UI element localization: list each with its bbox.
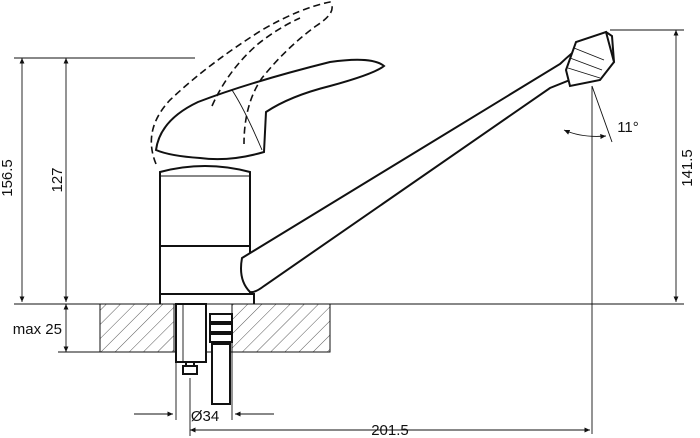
label-max-thickness: max 25 [13, 321, 62, 338]
label-spout-height: 141.5 [679, 149, 696, 187]
spout-aerator [564, 30, 616, 88]
fixing-nut [182, 365, 198, 375]
lever-handle-raised [150, 1, 333, 165]
spout-outline [240, 30, 616, 294]
faucet-lower-body [159, 245, 251, 294]
mounting-shank [175, 303, 207, 363]
label-spout-angle: 11° [617, 119, 639, 136]
lever-inner-line [231, 89, 263, 151]
countertop-right-section [231, 303, 331, 353]
label-body-height: 127 [49, 167, 66, 192]
spout [240, 30, 616, 294]
mounting-nut-middle [209, 323, 233, 333]
faucet-upper-body [159, 165, 251, 246]
countertop-left-section [99, 303, 175, 353]
mounting-hardware [175, 303, 233, 405]
lever-handle [154, 58, 386, 161]
label-spout-reach: 201.5 [371, 422, 409, 438]
faucet-base-plate [159, 293, 255, 304]
mounting-nut-upper [209, 313, 233, 323]
label-hole-diameter: Ø34 [191, 408, 219, 425]
lever-dashed-inner [211, 17, 301, 107]
supply-hose [211, 343, 231, 405]
mounting-nut-lower [209, 333, 233, 343]
label-total-height: 156.5 [0, 159, 16, 197]
dimension-lines [14, 29, 684, 436]
lever-solid [154, 58, 386, 161]
lever-dashed-outline [150, 1, 333, 165]
faucet-body [159, 165, 255, 304]
dimension-labels: 156.5 127 max 25 141.5 Ø34 201.5 11° [0, 119, 696, 438]
